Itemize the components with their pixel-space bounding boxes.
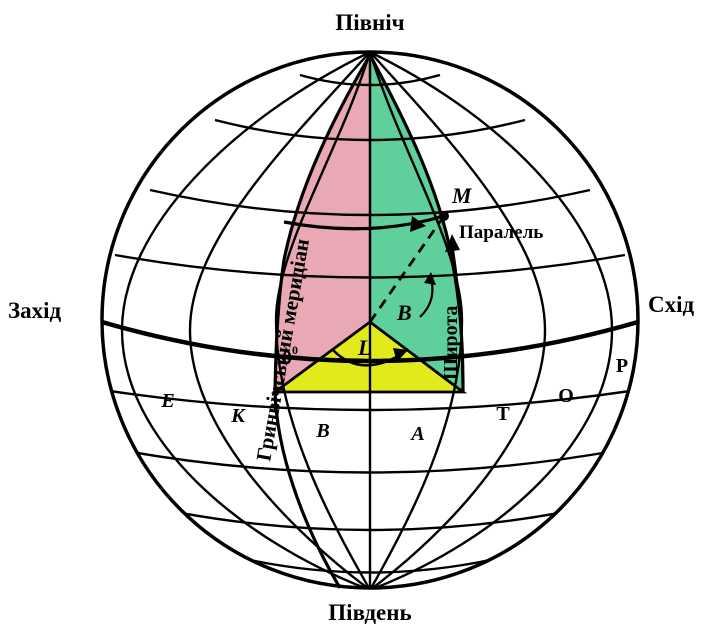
west-label: Захід [8,298,62,323]
equator-letter: Р [616,355,628,377]
angle-b-label: B [396,300,412,325]
equator-letter: Е [160,390,174,412]
north-label: Північ [335,10,404,35]
east-label: Схід [648,292,695,317]
latitude-label: Широта [440,306,462,380]
point-m [439,211,449,221]
equator-letter: В [315,420,329,442]
equator-letter: Т [496,403,510,425]
equator-letter: А [409,423,424,445]
point-m-label: M [451,183,473,208]
equator-letter: К [230,405,246,427]
angle-l-label: L [357,335,371,360]
parallel-label: Паралель [459,222,543,243]
south-label: Південь [328,600,411,625]
equator-letter: О [558,385,574,407]
